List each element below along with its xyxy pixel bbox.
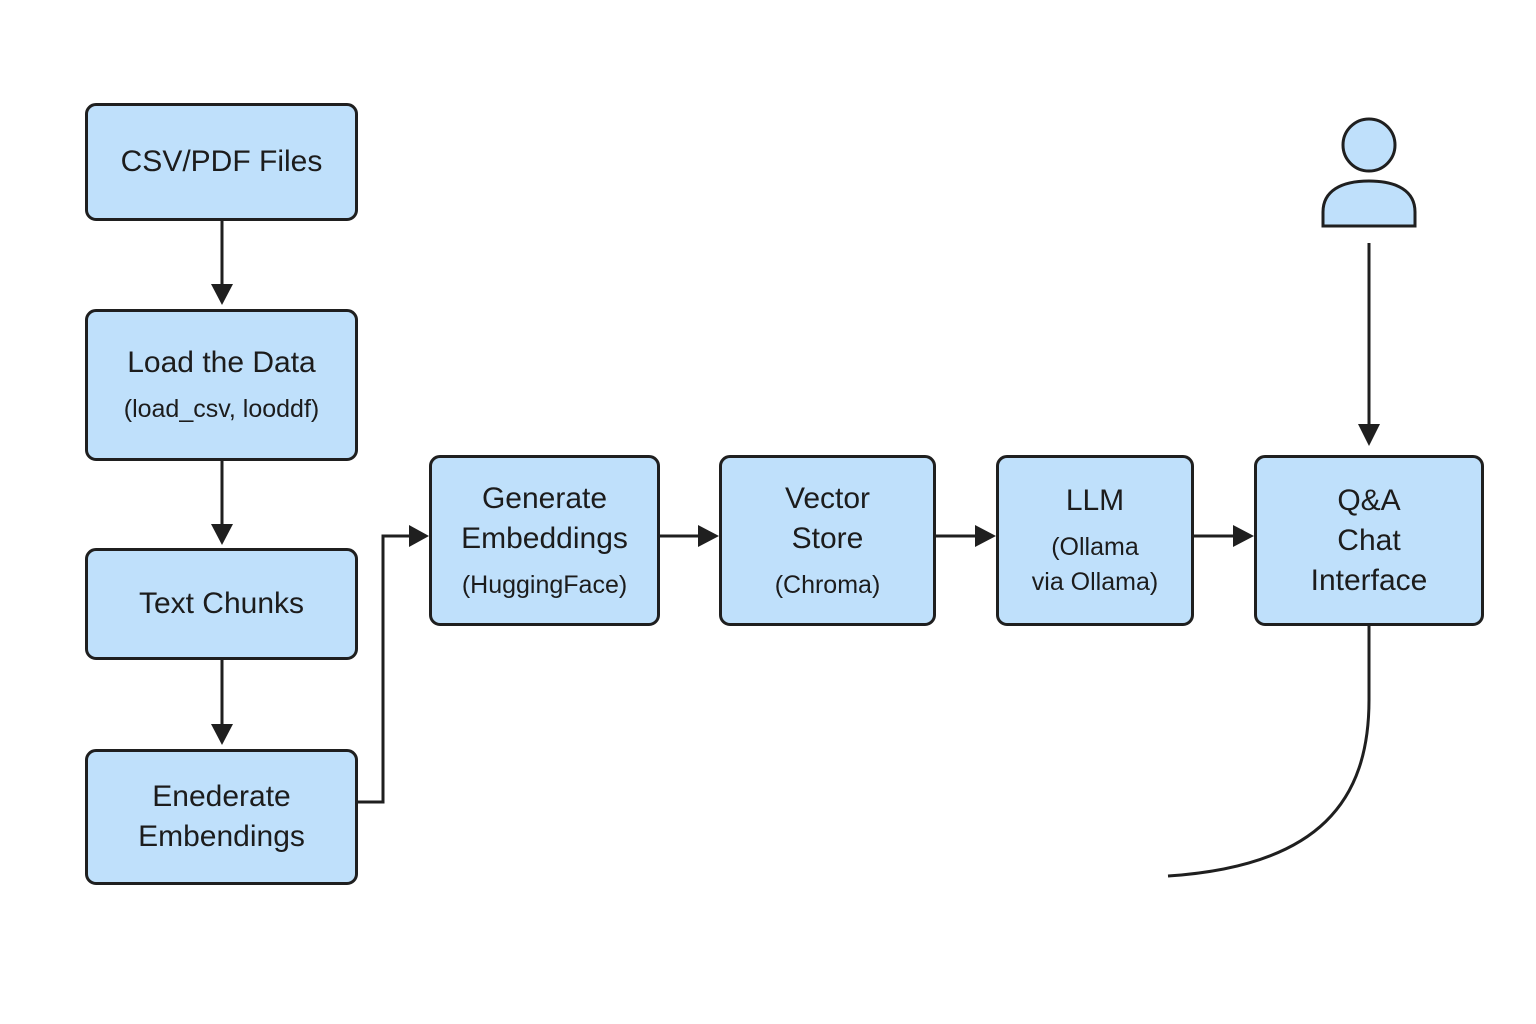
arrowhead-csv-to-load xyxy=(211,284,233,305)
generate-embeddings-title: Generate Embeddings xyxy=(461,481,628,555)
user-icon xyxy=(1321,117,1417,228)
csv-pdf-files-title: CSV/PDF Files xyxy=(120,145,323,178)
llm-box: LLM (Ollama via Ollama) xyxy=(996,455,1194,626)
arrowhead-load-to-chunks xyxy=(211,524,233,545)
llm-subtitle: (Ollama via Ollama) xyxy=(1031,533,1159,596)
qa-chat-interface-box: Q&A Chat Interface xyxy=(1254,455,1484,626)
vector-store-box: Vector Store (Chroma) xyxy=(719,455,936,626)
arrowhead-generate-to-vector xyxy=(698,525,719,547)
curve-from-qa xyxy=(1167,625,1371,878)
arrow-enederate-to-generate xyxy=(357,534,410,804)
enederate-embendings-box: Enederate Embendings xyxy=(85,749,358,885)
load-data-title: Load the Data xyxy=(127,346,316,379)
qa-chat-interface-title: Q&A Chat Interface xyxy=(1310,483,1428,597)
csv-pdf-files-box: CSV/PDF Files xyxy=(85,103,358,221)
load-data-subtitle: (load_csv, looddf) xyxy=(123,395,320,423)
generate-embeddings-box: Generate Embeddings (HuggingFace) xyxy=(429,455,660,626)
load-data-box: Load the Data (load_csv, looddf) xyxy=(85,309,358,461)
arrowhead-enederate-to-generate xyxy=(409,525,429,547)
arrowhead-chunks-to-enederate xyxy=(211,724,233,745)
enederate-embendings-title: Enederate Embendings xyxy=(138,780,305,853)
arrowhead-llm-to-qa xyxy=(1233,525,1254,547)
text-chunks-box: Text Chunks xyxy=(85,548,358,660)
vector-store-subtitle: (Chroma) xyxy=(774,570,881,599)
text-chunks-title: Text Chunks xyxy=(138,587,305,620)
generate-embeddings-subtitle: (HuggingFace) xyxy=(461,570,628,599)
arrowhead-vector-to-llm xyxy=(975,525,996,547)
llm-title: LLM xyxy=(1065,484,1125,517)
arrowhead-user-to-qa xyxy=(1358,424,1380,446)
vector-store-title: Vector Store xyxy=(784,481,871,555)
